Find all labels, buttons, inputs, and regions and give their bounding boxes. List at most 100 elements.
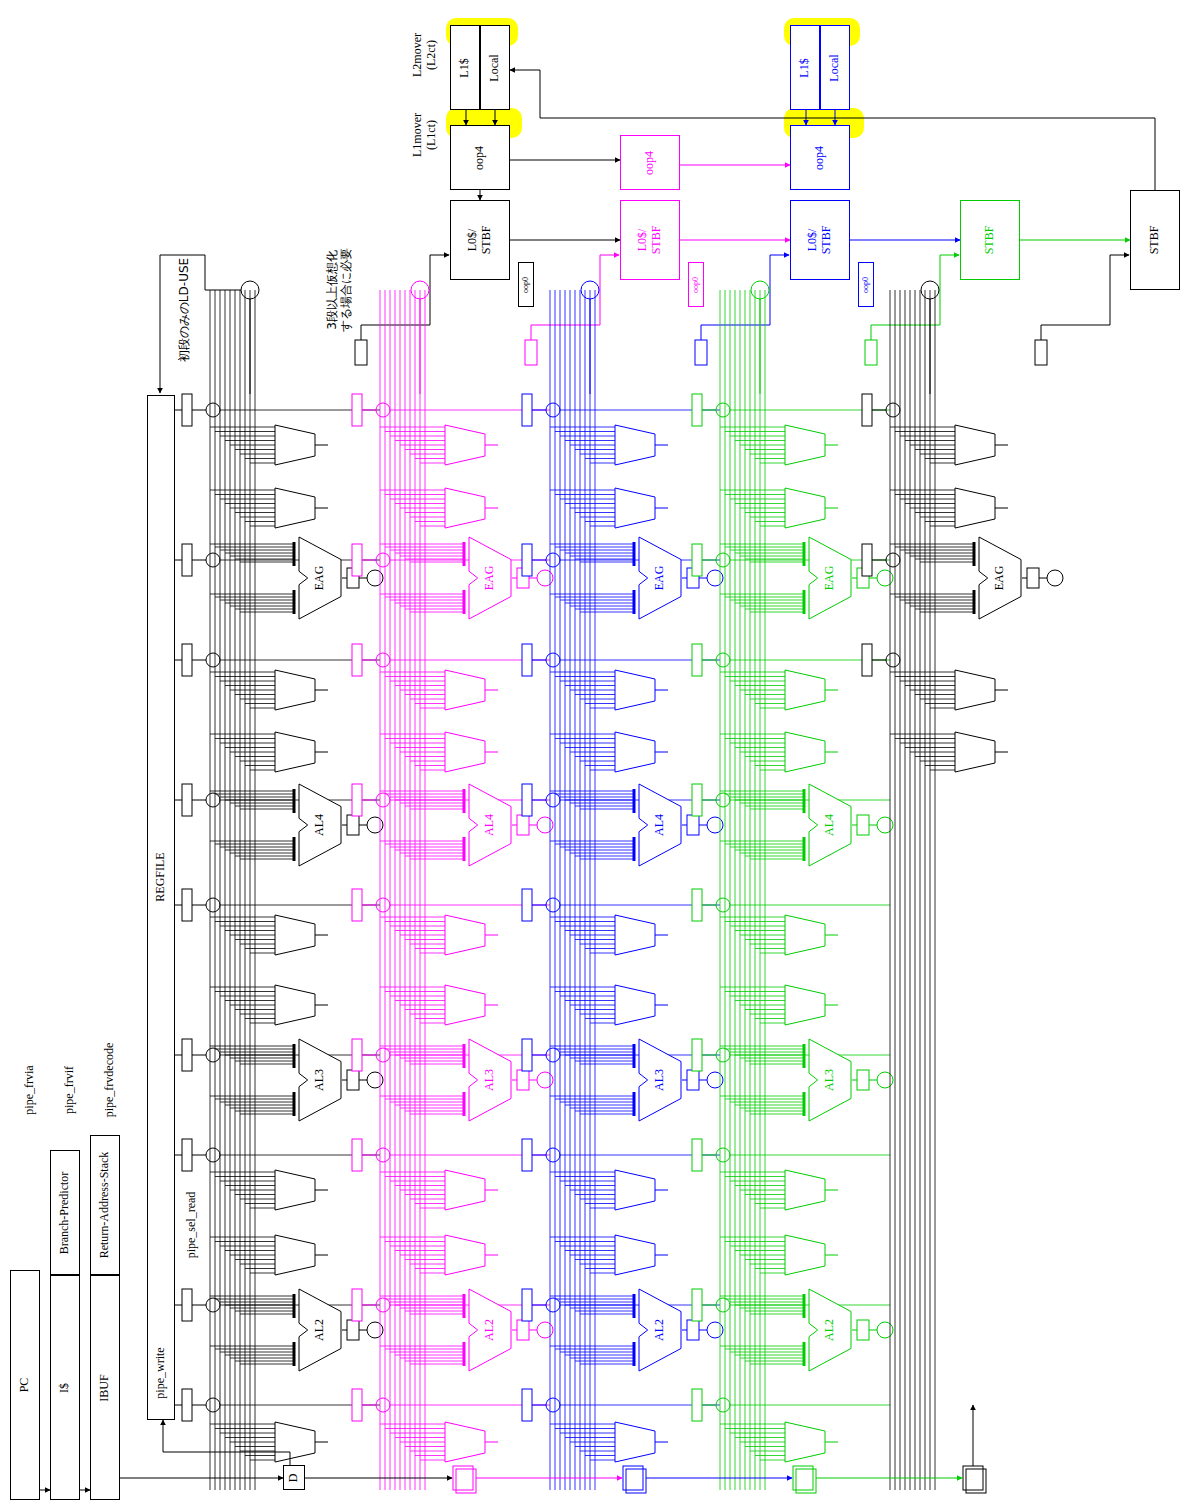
- unit-box: oop4: [620, 135, 680, 190]
- mux-input: [230, 752, 275, 753]
- mux-input: [400, 1255, 445, 1256]
- unit-label: PC: [18, 1378, 32, 1393]
- mux-output: [655, 1442, 668, 1443]
- pipeline-register: [182, 1139, 192, 1171]
- bypass-node: [546, 653, 560, 667]
- selector-input: [395, 850, 464, 851]
- connector: [40, 1490, 50, 1491]
- mux-input: [555, 1428, 615, 1429]
- mux-input: [380, 490, 445, 491]
- selector-input: [745, 559, 804, 560]
- selector-input: [215, 1099, 294, 1100]
- selector-input: [920, 612, 974, 613]
- selector-input: [385, 794, 464, 795]
- alu-shape: [979, 537, 1021, 619]
- selector-input: [740, 606, 804, 607]
- mux-output: [825, 508, 838, 509]
- bypass-node: [546, 1048, 560, 1062]
- bus-line: [235, 290, 236, 1490]
- connector: [680, 165, 790, 166]
- unit-label: AL4: [483, 814, 497, 836]
- selector-input: [400, 556, 464, 557]
- mux-output: [825, 1190, 838, 1191]
- mux-input: [575, 694, 615, 695]
- pipeline-register: [352, 394, 362, 426]
- bypass-node: [376, 1048, 390, 1062]
- unit-box: Local: [480, 25, 510, 110]
- alu-unit: EAG: [468, 536, 512, 620]
- bypass-node: [206, 793, 220, 807]
- mux-input: [215, 1428, 275, 1429]
- wire: [512, 1080, 517, 1081]
- selector-input: [740, 803, 804, 804]
- selector-input: [405, 1311, 464, 1312]
- mux-input: [395, 1437, 445, 1438]
- unit-label: STBF: [1148, 226, 1162, 255]
- mux-input: [225, 1250, 275, 1251]
- mux-input: [410, 1451, 445, 1452]
- wire: [699, 578, 707, 579]
- mux-input: [735, 440, 785, 441]
- signal-label: pipe_frvif: [63, 1066, 77, 1114]
- connector: [680, 240, 790, 241]
- mux-input: [210, 1424, 275, 1425]
- bypass-node: [707, 817, 723, 833]
- mux-symbol: [955, 488, 995, 528]
- selector-input: [385, 597, 464, 598]
- selector-input: [730, 1352, 804, 1353]
- wire: [362, 1305, 376, 1306]
- bypass-node: [716, 553, 730, 567]
- mux-input: [415, 703, 445, 704]
- mux-input: [230, 1005, 275, 1006]
- alu-shape: [639, 784, 681, 866]
- selector-input: [580, 612, 634, 613]
- mux-input: [380, 734, 445, 735]
- alu-shape: [469, 784, 511, 866]
- mux-symbol: [955, 732, 995, 772]
- selector-input: [555, 547, 634, 548]
- unit-label: AL3: [823, 1069, 837, 1091]
- unit-box: STBF: [1130, 190, 1180, 290]
- selector-input: [895, 597, 974, 598]
- mux-input: [400, 752, 445, 753]
- mux-input: [760, 1208, 785, 1209]
- selector-bar: [293, 789, 296, 813]
- bypass-node: [376, 653, 390, 667]
- mux-symbol: [785, 488, 825, 528]
- selector-input: [560, 550, 634, 551]
- wire: [362, 560, 376, 561]
- selector-input: [400, 1358, 464, 1359]
- mux-input: [235, 756, 275, 757]
- selector-input: [575, 609, 634, 610]
- mux-input: [415, 1018, 445, 1019]
- selector-input: [240, 1114, 294, 1115]
- unit-box: L0$/ STBF: [790, 200, 850, 280]
- result-register: [687, 1320, 699, 1340]
- selector-input: [750, 1314, 804, 1315]
- bypass-node: [546, 553, 560, 567]
- wire: [175, 410, 182, 411]
- bus-line: [580, 290, 581, 1490]
- mux-input: [240, 1264, 275, 1265]
- selector-input: [240, 859, 294, 860]
- result-register: [857, 815, 869, 835]
- mux-input: [745, 756, 785, 757]
- selector-input: [560, 847, 634, 848]
- connector: [850, 240, 960, 241]
- mux-input: [900, 499, 955, 500]
- selector-input: [240, 1364, 294, 1365]
- mux-input: [410, 1199, 445, 1200]
- selector-input: [230, 1108, 294, 1109]
- selector-input: [730, 1102, 804, 1103]
- mux-input: [385, 494, 445, 495]
- selector-input: [575, 559, 634, 560]
- mux-input: [225, 1437, 275, 1438]
- selector-input: [215, 597, 294, 598]
- result-register: [347, 1320, 359, 1340]
- mux-symbol: [615, 1422, 655, 1462]
- selector-input: [575, 1111, 634, 1112]
- mux-input: [225, 440, 275, 441]
- mux-input: [750, 699, 785, 700]
- wire: [175, 1055, 182, 1056]
- mux-input: [585, 1018, 615, 1019]
